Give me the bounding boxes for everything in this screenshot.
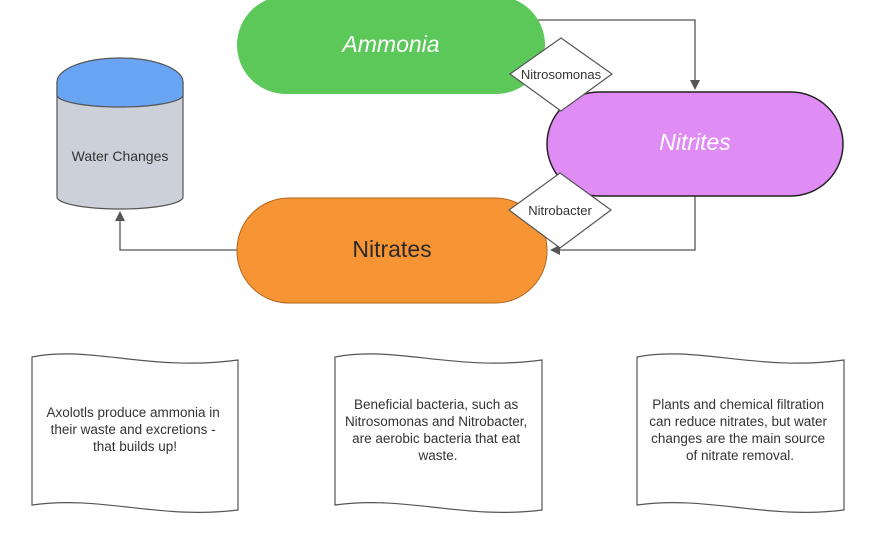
nitrites-node: Nitrites (546, 91, 844, 197)
note-2-line: Beneficial bacteria, such as (354, 397, 519, 412)
note-1-line: their waste and excretions - (51, 422, 216, 437)
nitrates-node-shape (236, 197, 548, 304)
nitrobacter-label: Nitrobacter (528, 203, 592, 218)
note-3-line: Plants and chemical filtration (652, 397, 824, 412)
water-changes-cylinder-body (56, 81, 184, 210)
nitrosomonas-connector: Nitrosomonas (508, 37, 614, 112)
note-1: Axolotls produce ammonia in their waste … (31, 353, 239, 513)
nitrosomonas-label: Nitrosomonas (521, 67, 602, 82)
note-3-line: can reduce nitrates, but water (649, 414, 827, 429)
note-2-line: waste. (417, 448, 457, 463)
arrow-nitrates-to-water-changes (115, 211, 238, 251)
note-2-line: are aerobic bacteria that eat (352, 431, 520, 446)
note-3-shape (636, 353, 845, 513)
arrow-ammonia-to-nitrites (538, 19, 700, 90)
nitrobacter-connector: Nitrobacter (507, 172, 613, 249)
note-2: Beneficial bacteria, such as Nitrosomona… (334, 353, 543, 513)
nitrosomonas-diamond (508, 37, 614, 112)
note-1-shape (31, 353, 239, 513)
note-2-line: Nitrosomonas and Nitrobacter, (345, 414, 527, 429)
note-2-text: Beneficial bacteria, such as Nitrosomona… (345, 397, 531, 463)
nitrobacter-diamond (507, 172, 613, 249)
ammonia-node: Ammonia (237, 0, 545, 94)
nitrites-node-shape (546, 91, 844, 197)
arrow-nitrites-to-nitrates (550, 196, 696, 255)
note-2-shape (334, 353, 543, 513)
connectors (115, 19, 700, 255)
ammonia-node-shape (237, 0, 545, 94)
ammonia-node-label: Ammonia (340, 31, 439, 57)
note-1-line: Axolotls produce ammonia in (46, 405, 219, 420)
note-1-text: Axolotls produce ammonia in their waste … (46, 405, 223, 454)
water-changes-label: Water Changes (72, 148, 169, 164)
note-3: Plants and chemical filtration can reduc… (636, 353, 845, 513)
water-changes-cylinder-top (56, 57, 184, 108)
water-changes-cylinder: Water Changes (56, 57, 184, 210)
nitrites-node-label: Nitrites (659, 129, 731, 155)
nitrates-node: Nitrates (236, 197, 548, 304)
note-3-text: Plants and chemical filtration can reduc… (649, 397, 831, 463)
note-1-line: that builds up! (93, 439, 177, 454)
nitrates-node-label: Nitrates (352, 236, 431, 262)
note-3-line: changes are the main source (651, 431, 825, 446)
note-3-line: of nitrate removal. (686, 448, 794, 463)
